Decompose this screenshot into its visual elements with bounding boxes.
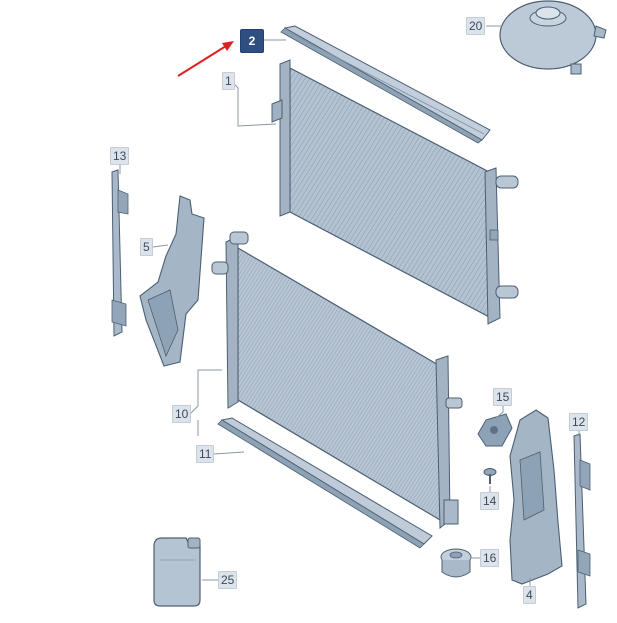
coolant-canister-part-25 — [153, 537, 201, 607]
left-bracket-part-13 — [111, 169, 129, 337]
cap-part-16 — [440, 548, 472, 578]
red-pointer-arrow — [177, 41, 234, 77]
callout-part-4[interactable]: 4 — [523, 586, 536, 604]
callout-part-25[interactable]: 25 — [218, 571, 238, 589]
leader-line-11 — [213, 451, 245, 455]
leader-line-10 — [189, 369, 222, 415]
callout-part-20[interactable]: 20 — [466, 17, 486, 35]
callout-part-14[interactable]: 14 — [480, 492, 500, 510]
callout-part-5[interactable]: 5 — [140, 238, 153, 256]
callout-part-12[interactable]: 12 — [569, 413, 589, 431]
callout-part-2[interactable]: 2 — [240, 29, 264, 53]
leader-line-15 — [495, 404, 504, 419]
callout-part-1[interactable]: 1 — [222, 72, 235, 90]
lower-seal-strip-part-11 — [217, 417, 433, 549]
right-bracket-part-12 — [573, 433, 591, 609]
expansion-tank-part-20 — [499, 0, 607, 75]
leader-lines — [119, 25, 580, 586]
leader-line-5 — [152, 244, 169, 248]
callout-part-16[interactable]: 16 — [480, 549, 500, 567]
main-radiator-part-10 — [211, 231, 463, 530]
seal-strip-part-2 — [280, 25, 491, 144]
air-guide-left-part-5 — [139, 195, 205, 367]
connector-part-15 — [477, 413, 513, 447]
callout-part-13[interactable]: 13 — [110, 147, 130, 165]
callout-part-10[interactable]: 10 — [172, 405, 192, 423]
upper-radiator-part-1 — [271, 59, 519, 325]
callout-part-15[interactable]: 15 — [493, 388, 513, 406]
callout-part-11[interactable]: 11 — [196, 445, 215, 463]
air-guide-right-part-4 — [509, 409, 563, 585]
screw-part-14 — [483, 468, 497, 484]
leader-line-1 — [231, 81, 277, 127]
